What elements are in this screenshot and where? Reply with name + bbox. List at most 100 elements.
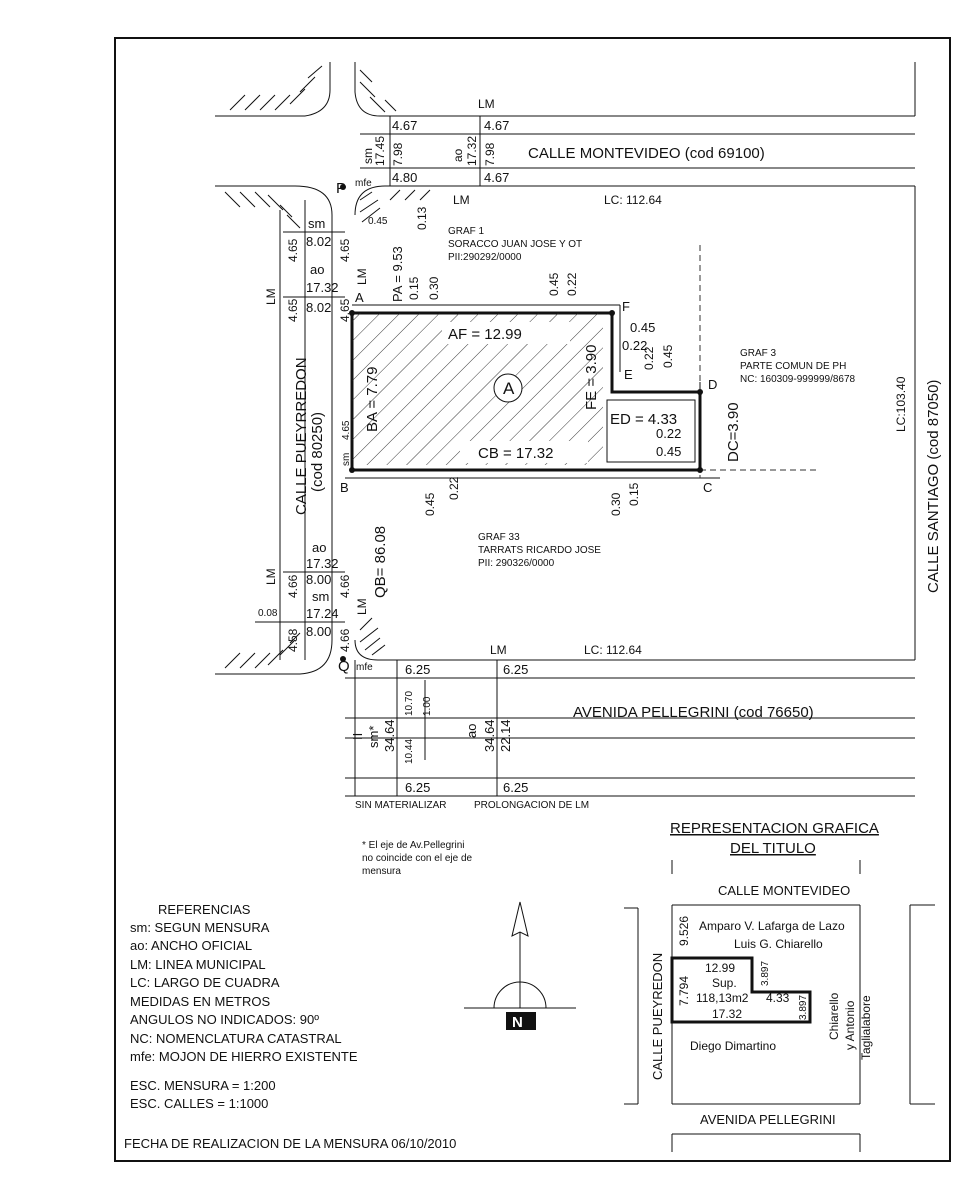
note-sin-materializar: SIN MATERIALIZAR: [355, 800, 447, 811]
graf33-title: GRAF 33: [478, 532, 520, 543]
dim-465: 4.65: [286, 298, 300, 322]
dim-008: 0.08: [258, 608, 278, 619]
dim-798: 7.98: [391, 142, 405, 166]
eje-note-2: no coincide con el eje de: [362, 853, 473, 864]
roman-two: II: [350, 733, 365, 740]
dim-465: 4.65: [341, 420, 352, 440]
title-rep-line2: DEL TITULO: [730, 840, 816, 857]
dim-802: 8.02: [306, 234, 331, 249]
point-d: D: [708, 377, 717, 392]
graf33-pii: PII: 290326/0000: [478, 558, 555, 569]
references-title: REFERENCIAS: [158, 902, 251, 917]
title-rep-top-street: CALLE MONTEVIDEO: [718, 883, 850, 898]
point-b: B: [340, 480, 349, 495]
north-label: N: [512, 1014, 523, 1031]
dim-625: 6.25: [405, 780, 430, 795]
reference-item: NC: NOMENCLATURA CATASTRAL: [130, 1031, 342, 1046]
graf1-pii: PII:290292/0000: [448, 252, 522, 263]
title-rep-bottom-owner: Diego Dimartino: [690, 1039, 776, 1053]
dim-625: 6.25: [405, 662, 430, 677]
mfe-label-bottom: mfe: [356, 662, 373, 673]
title-rep-owner1: Amparo V. Lafarga de Lazo: [699, 919, 845, 933]
eje-note-3: mensura: [362, 866, 401, 877]
lot-hatch: [352, 313, 603, 465]
lc-top: LC: 112.64: [604, 193, 662, 207]
dim-qb: QB= 86.08: [372, 526, 389, 598]
lm-label: LM: [355, 598, 369, 615]
dim-467: 4.67: [392, 118, 417, 133]
dim-013: 0.13: [415, 206, 429, 230]
dim-625: 6.25: [503, 662, 528, 677]
sm-label: sm: [312, 589, 329, 604]
mfe-label-top: mfe: [355, 178, 372, 189]
dim-045: 0.45: [368, 216, 388, 227]
title-rep-owner2: Luis G. Chiarello: [734, 937, 823, 951]
dim-1732: 17.32: [306, 556, 339, 571]
dim-800: 8.00: [306, 572, 331, 587]
ao-label: ao: [451, 148, 465, 162]
title-rep-right-owner2: y Antonio: [843, 1000, 857, 1050]
reference-item: MEDIDAS EN METROS: [130, 994, 270, 1009]
title-rep-right-owner3: Taglialabore: [859, 995, 873, 1060]
reference-item: ANGULOS NO INDICADOS: 90º: [130, 1012, 319, 1027]
lm-label: LM: [490, 643, 507, 657]
scale-calles: ESC. CALLES = 1:1000: [130, 1096, 268, 1111]
dim-pa: PA = 9.53: [390, 246, 405, 302]
lm-label: LM: [264, 288, 278, 305]
point-f: F: [622, 299, 630, 314]
street-pueyrredon-code: (cod 80250): [309, 412, 326, 492]
dim-1724: 17.24: [306, 606, 339, 621]
dim-030: 0.30: [427, 276, 441, 300]
dim-802: 8.02: [306, 300, 331, 315]
dim-af: AF = 12.99: [448, 326, 522, 343]
ao-label: ao: [464, 724, 479, 738]
dim-625: 6.25: [503, 780, 528, 795]
dim-022: 0.22: [447, 476, 461, 500]
dim-467: 4.67: [484, 118, 509, 133]
dim-1044: 10.44: [404, 739, 415, 764]
drawing-frame: [114, 37, 951, 1162]
reference-item: mfe: MOJON DE HIERRO EXISTENTE: [130, 1049, 358, 1064]
dim-045: 0.45: [656, 444, 681, 459]
lm-label: LM: [453, 193, 470, 207]
dim-022: 0.22: [565, 272, 579, 296]
title-rep-d433: 4.33: [766, 991, 790, 1005]
dim-1732: 17.32: [306, 280, 339, 295]
dim-dc: DC=3.90: [725, 402, 742, 462]
title-rep-left-street: CALLE PUEYREDON: [650, 953, 665, 1080]
dim-015: 0.15: [407, 276, 421, 300]
title-rep-area: 118,13m2: [696, 991, 749, 1005]
street-pellegrini: AVENIDA PELLEGRINI (cod 76650): [573, 704, 814, 721]
dim-ed: ED = 4.33: [610, 411, 677, 428]
point-p: P: [336, 180, 346, 197]
title-rep-d3897a: 3.897: [760, 961, 771, 986]
title-rep-right-owner1: Chiarello: [827, 992, 841, 1040]
title-rep-d7794: 7.794: [677, 976, 691, 1006]
title-rep-d1732: 17.32: [712, 1007, 742, 1021]
point-a: A: [355, 290, 364, 305]
survey-date: FECHA DE REALIZACION DE LA MENSURA 06/10…: [124, 1136, 456, 1151]
lm-label: LM: [355, 268, 369, 285]
sm-label: sm: [308, 216, 325, 231]
point-q: Q: [338, 658, 350, 675]
graf1-owner: SORACCO JUAN JOSE Y OT: [448, 239, 582, 250]
dim-466: 4.66: [286, 574, 300, 598]
title-rep-sup: Sup.: [712, 976, 737, 990]
reference-item: sm: SEGUN MENSURA: [130, 920, 270, 935]
dim-1732: 17.32: [465, 136, 479, 166]
dim-ba: BA = 7.79: [364, 367, 381, 432]
sm-label: sm: [341, 453, 352, 466]
dim-cb: CB = 17.32: [478, 445, 553, 462]
point-e: E: [624, 367, 633, 382]
ed-subarea: [606, 399, 696, 463]
lot-id-circle: [493, 373, 523, 403]
dim-1070: 10.70: [404, 691, 415, 716]
reference-item: ao: ANCHO OFICIAL: [130, 938, 252, 953]
reference-item: LC: LARGO DE CUADRA: [130, 975, 280, 990]
dim-100: 1.00: [422, 696, 433, 716]
note-prolongacion: PROLONGACION DE LM: [474, 800, 589, 811]
dim-3464: 34.64: [482, 719, 497, 752]
dim-022: 0.22: [642, 346, 656, 370]
dim-045: 0.45: [661, 344, 675, 368]
